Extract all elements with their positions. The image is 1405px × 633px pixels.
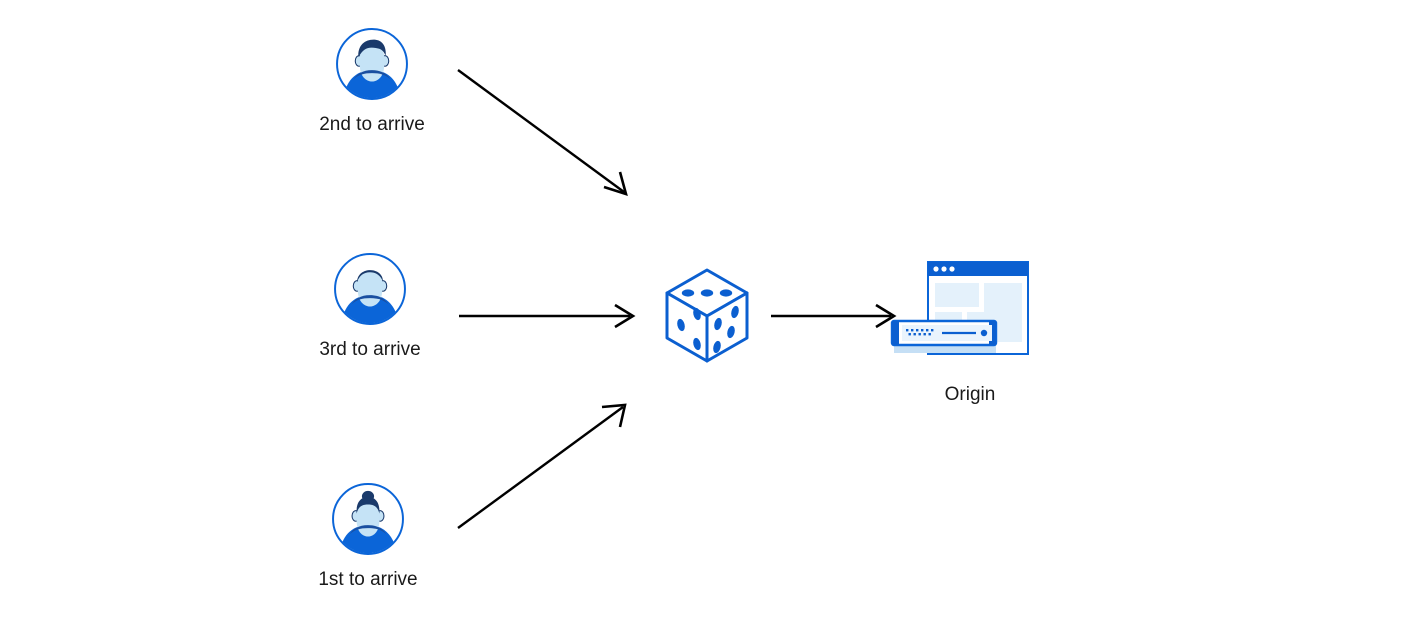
server-device-icon: [890, 319, 998, 353]
user-avatar-icon: [336, 28, 408, 100]
client-node-3rd[interactable]: 3rd to arrive: [290, 251, 450, 362]
origin-label: Origin: [944, 384, 996, 405]
arrow-client-3rd-to-dice: [459, 303, 636, 329]
dice-icon: [665, 268, 749, 363]
origin-node[interactable]: Origin: [880, 258, 1060, 407]
client-label-1st: 1st to arrive: [318, 569, 418, 590]
dice-node[interactable]: [657, 262, 757, 372]
client-node-2nd[interactable]: 2nd to arrive: [292, 26, 452, 137]
client-label-3rd: 3rd to arrive: [319, 339, 421, 360]
user-avatar-icon: [332, 483, 404, 555]
client-node-1st[interactable]: 1st to arrive: [288, 481, 448, 592]
origin-server-icon: [890, 261, 1029, 355]
arrow-client-2nd-to-dice: [457, 69, 628, 196]
arrow-dice-to-origin: [771, 303, 897, 329]
arrow-client-1st-to-dice: [457, 403, 627, 529]
client-label-2nd: 2nd to arrive: [319, 114, 425, 135]
user-avatar-icon: [334, 253, 406, 325]
